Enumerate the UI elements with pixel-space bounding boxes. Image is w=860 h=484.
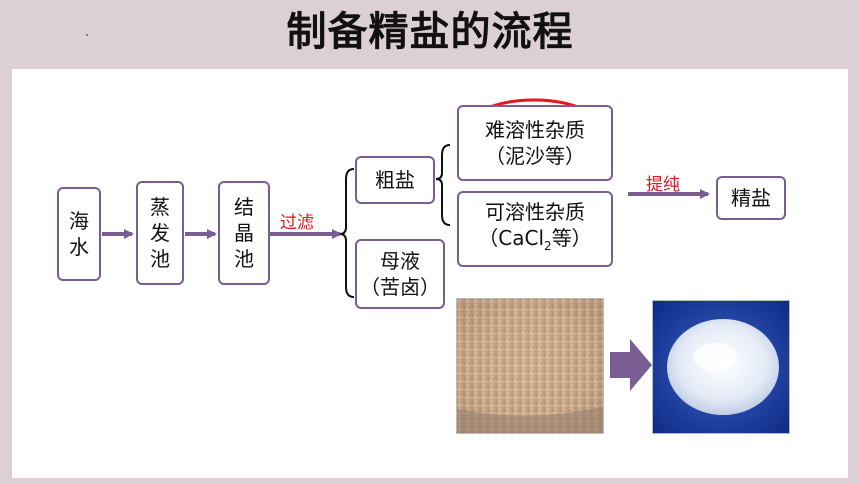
page-title: 制备精盐的流程 bbox=[286, 9, 574, 55]
diagram-panel: 海 水 蒸 发 池 结 晶 池 过滤 粗盐 母液 （苦卤） 难溶性杂质 （泥沙等… bbox=[12, 69, 848, 478]
decorative-dot bbox=[86, 34, 88, 36]
brace-guolv bbox=[339, 168, 355, 298]
label-guolv: 过滤 bbox=[280, 213, 314, 233]
refined-salt-photo bbox=[652, 300, 790, 434]
box-jiejingchi: 结 晶 池 bbox=[218, 181, 270, 285]
crude-salt-photo bbox=[456, 298, 604, 434]
box-jingyan: 精盐 bbox=[716, 176, 786, 220]
box-kerong: 可溶性杂质 （CaCl2等） bbox=[457, 191, 613, 267]
brace-cuyan bbox=[435, 144, 451, 226]
big-arrow bbox=[610, 339, 652, 391]
box-zhengfachi: 蒸 发 池 bbox=[136, 181, 184, 285]
box-nanrong: 难溶性杂质 （泥沙等） bbox=[457, 105, 613, 181]
box-muye: 母液 （苦卤） bbox=[355, 239, 445, 309]
box-cuyan: 粗盐 bbox=[355, 156, 435, 204]
kerong-formula: （CaCl2等） bbox=[478, 226, 592, 253]
label-tichun: 提纯 bbox=[646, 175, 680, 195]
box-haishui: 海 水 bbox=[57, 187, 101, 281]
